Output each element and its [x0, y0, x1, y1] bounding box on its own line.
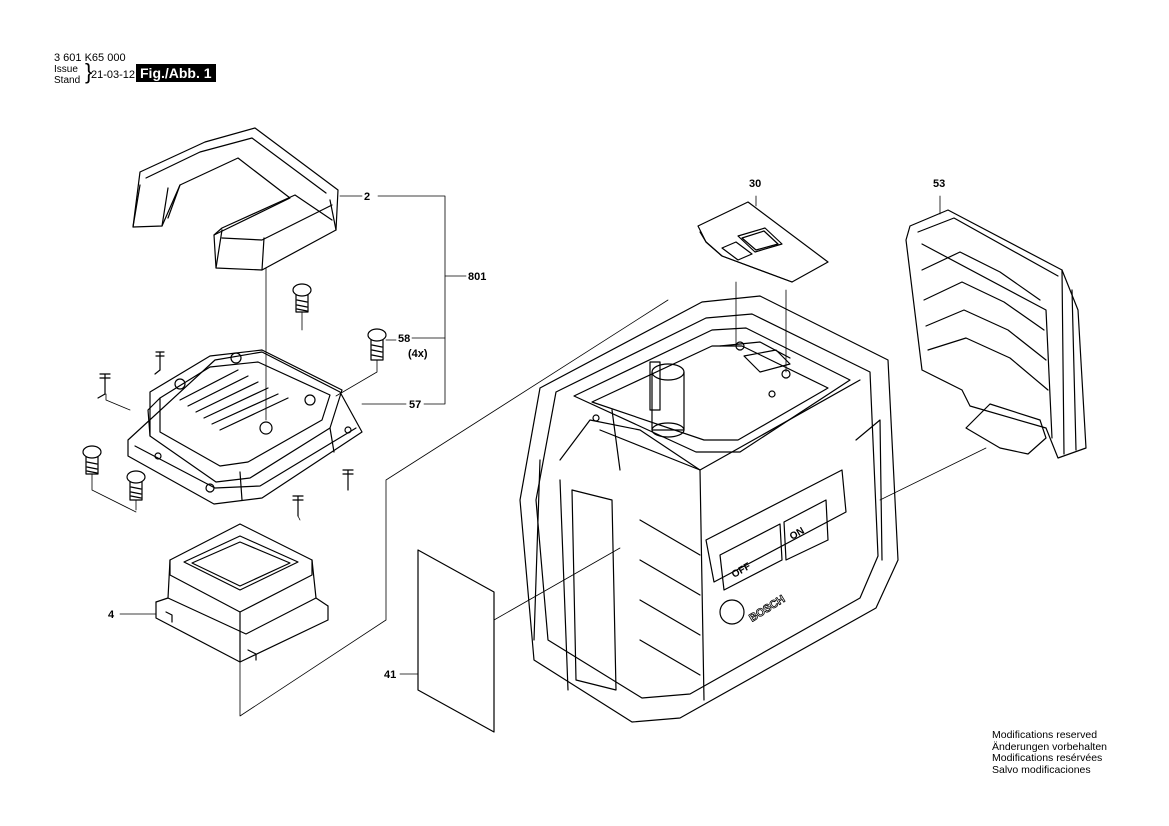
switch-off-marking: OFF — [730, 561, 753, 581]
callout-2: 2 — [364, 191, 370, 203]
part-2-u-cover — [132, 127, 339, 271]
callout-58-quantity: (4x) — [408, 348, 428, 360]
switch-on-marking: ON — [788, 526, 806, 543]
callout-57: 57 — [409, 399, 421, 411]
note-es: Salvo modificaciones — [992, 763, 1091, 776]
part-4-base-frame — [155, 523, 329, 663]
part-58-screws — [82, 283, 387, 501]
stand-label: Stand — [54, 75, 81, 86]
issue-stand-label: Issue Stand — [54, 64, 80, 86]
callout-801: 801 — [468, 271, 486, 283]
note-de: Änderungen vorbehalten — [992, 740, 1108, 753]
laser-level-body — [519, 295, 899, 723]
issue-date: 21-03-12 — [91, 69, 136, 81]
brand-marking: BOSCH — [747, 593, 787, 624]
part-30-label-plate — [697, 201, 829, 283]
figure-label: Fig./Abb. 1 — [136, 64, 216, 82]
part-number: 3 601 K65 000 — [54, 52, 126, 64]
small-screws — [97, 351, 354, 517]
part-53-protective-bag — [905, 209, 1087, 459]
part-41-card — [417, 549, 495, 733]
part-57-mounting-plate — [127, 349, 363, 505]
callout-58: 58 — [398, 333, 410, 345]
callout-4: 4 — [108, 609, 115, 621]
callout-41: 41 — [384, 669, 396, 681]
callout-53: 53 — [933, 178, 945, 190]
note-fr: Modifications resérvées — [992, 752, 1103, 764]
issue-label: Issue — [54, 64, 78, 75]
brace-glyph: } — [85, 59, 93, 84]
note-en: Modifications reserved — [992, 729, 1098, 741]
callout-30: 30 — [749, 178, 761, 190]
leader-lines — [91, 195, 987, 717]
modification-notes: Modifications reserved Änderungen vorbeh… — [992, 729, 1108, 776]
